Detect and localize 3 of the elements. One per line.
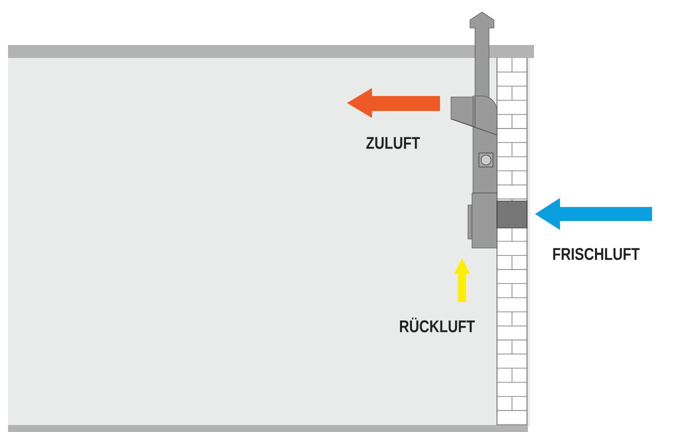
air-label: FRISCHLUFT (553, 248, 640, 260)
air-label: ZULUFT (366, 137, 420, 149)
air-label: RÜCKLUFT (400, 318, 475, 332)
